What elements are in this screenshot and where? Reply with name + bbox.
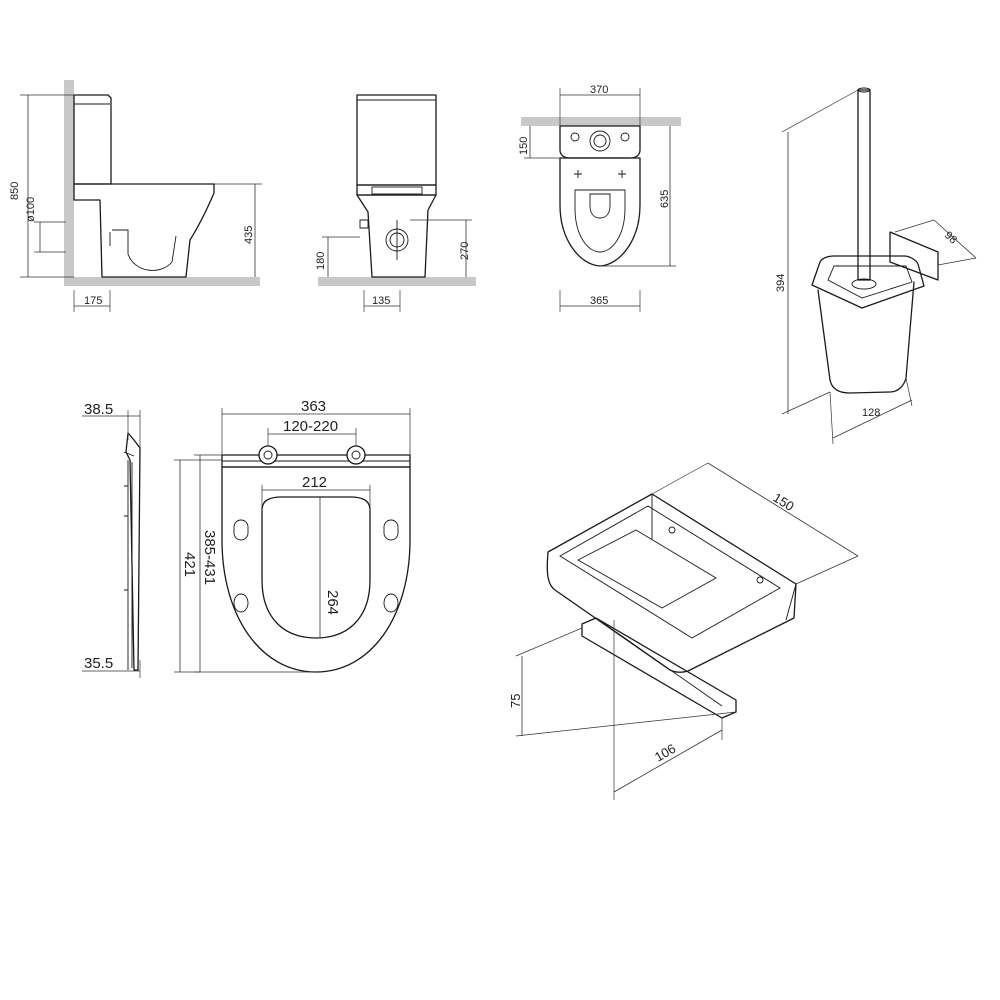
dim-270: 270: [459, 242, 471, 260]
inlet-valve: [359, 219, 369, 229]
bumper-bottom-left: [233, 593, 249, 613]
dim-370: 370: [590, 84, 608, 96]
dim-212: 212: [302, 474, 327, 491]
holder-back-plate: [651, 494, 797, 621]
seat-hinge-front: [371, 186, 423, 195]
toilet-front-view: 180 270 135: [315, 94, 476, 312]
dim-35-5: 35.5: [84, 655, 113, 672]
seat-outline: [221, 466, 411, 673]
dim-38-5: 38.5: [84, 401, 113, 418]
dim-363: 363: [301, 398, 326, 415]
wall-back: [64, 80, 74, 286]
holder-bar: [581, 617, 737, 719]
bowl-top-well: [589, 193, 611, 219]
dim-435: 435: [243, 226, 255, 244]
seat-side-inner: [127, 460, 133, 670]
seat-front: [356, 184, 437, 196]
ext-394-top: [781, 89, 859, 133]
dim-150: 150: [770, 490, 796, 514]
fix-hole-right: [620, 132, 630, 142]
dim-150-top: 150: [518, 137, 530, 155]
seat-side-view: 38.5 35.5: [82, 401, 141, 678]
bowl-front: [356, 194, 437, 278]
ext-128-right: [905, 377, 913, 407]
dim-line-106: [613, 729, 723, 793]
wall-top: [521, 117, 681, 126]
wall-bracket: [889, 231, 939, 281]
hinge-right-inner: [351, 450, 361, 460]
ext-75-bottom: [515, 711, 737, 737]
dim-635: 635: [659, 190, 671, 208]
dim-850: 850: [9, 182, 21, 200]
holder-top-inner: [559, 505, 781, 639]
floor: [64, 277, 260, 286]
screw-hole-b: [756, 576, 764, 584]
dim-line-128: [832, 399, 913, 439]
bumper-top-left: [233, 519, 249, 541]
dim-385-431: 385-431: [201, 530, 218, 585]
dim-106: 106: [652, 741, 678, 765]
holder-inner-tray: [577, 529, 717, 609]
cistern-side: [73, 94, 112, 185]
bowl-trap: [112, 229, 177, 271]
dim-365: 365: [590, 295, 608, 307]
cup-rim: [811, 255, 925, 309]
dim-75: 75: [508, 694, 523, 708]
seat-side-details: [123, 451, 135, 591]
flush-button-inner: [593, 134, 607, 148]
ext-150-left: [651, 462, 709, 495]
cistern-front: [356, 94, 437, 186]
flush-button: [589, 130, 611, 152]
brush-handle: [857, 89, 871, 281]
bowl-top: [559, 157, 641, 267]
dim-line-150: [707, 462, 859, 557]
dim-264: 264: [324, 590, 341, 615]
dim-175: 175: [84, 295, 102, 307]
holder-bar-edge: [595, 617, 723, 707]
dim-98: 98: [942, 229, 959, 246]
dim-128: 128: [862, 407, 880, 419]
bumper-top-right: [383, 519, 399, 541]
toilet-top-view: 370 150 635 365: [518, 84, 681, 312]
toilet-side-view: 850 ø100 435 175: [9, 80, 262, 312]
bowl-side: [73, 183, 215, 278]
seat-top-view: 363 120-220 212 264 385-431 421: [174, 398, 411, 673]
floor-front: [318, 277, 476, 286]
hinge-right: [346, 445, 366, 465]
ext-98-right: [937, 257, 977, 266]
dim-394: 394: [775, 274, 787, 292]
seat-opening: [261, 496, 371, 639]
fix-hole-left: [570, 132, 580, 142]
paper-holder: 150 75 106: [508, 462, 859, 800]
ext-98-left: [894, 219, 935, 233]
screw-hole-a: [668, 526, 676, 534]
ext-75-top: [515, 627, 583, 657]
hinge-left-inner: [263, 450, 273, 460]
cup-opening: [827, 265, 913, 299]
dim-pipe-diameter: ø100: [25, 197, 37, 222]
dim-line-98: [933, 219, 977, 259]
brush-holder: 394 98 128: [775, 87, 977, 445]
bumper-bottom-right: [383, 593, 399, 613]
ext-394-bottom: [781, 391, 831, 415]
brush-head: [851, 278, 877, 290]
brush-cup: [817, 281, 915, 394]
dim-135: 135: [372, 295, 390, 307]
hinge-left: [258, 445, 278, 465]
dim-120-220: 120-220: [283, 418, 338, 435]
ext-128-left: [829, 391, 834, 445]
ext-150-right: [795, 555, 859, 585]
dim-180: 180: [315, 252, 327, 270]
seat-fix-marks: [574, 170, 626, 178]
dim-421: 421: [181, 552, 198, 577]
bowl-top-opening: [574, 189, 626, 253]
